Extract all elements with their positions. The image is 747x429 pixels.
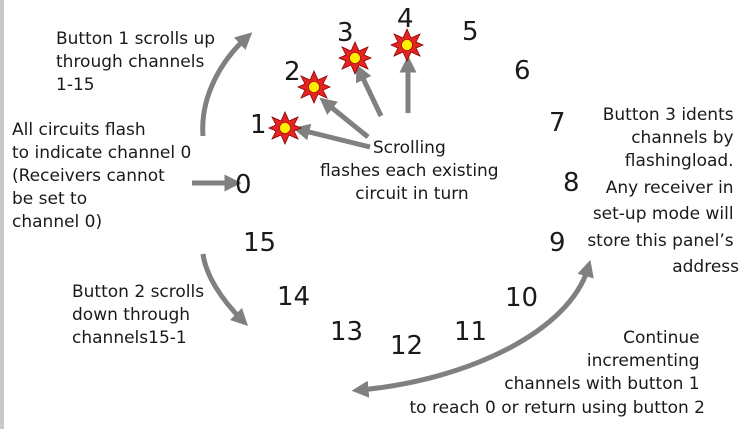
flash-star-icon [296,70,332,104]
channel-11: 11 [454,317,487,347]
flash-star-icon [389,28,425,62]
button1-note: Button 1 scrolls up through channels 1-1… [56,29,220,95]
button3-note: Button 3 idents channels by flashingload… [587,105,739,277]
channel-14: 14 [277,282,310,312]
flash-star-icon [337,41,373,75]
left-border [0,0,4,429]
channel-2: 2 [284,57,301,87]
channel-6: 6 [514,56,531,86]
scroll-arrow-3 [355,64,384,118]
channel-12: 12 [390,331,423,361]
channel-13: 13 [330,317,363,347]
channel0-note: All circuits flash to indicate channel 0… [12,120,197,232]
channel-3: 3 [337,18,354,48]
channel-1: 1 [250,110,267,140]
channel-9: 9 [549,228,566,258]
channel-15: 15 [243,228,276,258]
channel-5: 5 [462,17,479,47]
flash-star-icon [267,111,303,145]
channel-10: 10 [505,283,538,313]
button2-note: Button 2 scrolls down through channels15… [72,282,210,348]
continue-note: Continue incrementing channels with butt… [410,328,706,418]
channel-4: 4 [397,4,414,34]
button3-continue-arrow [351,259,594,398]
button2-down-arrow [200,253,249,327]
channel-7: 7 [549,108,566,138]
scrolling-note: Scrolling flashes each existing circuit … [320,138,504,204]
button1-up-arrow [200,32,253,137]
scroll-arrow-2 [319,97,370,139]
scroll-arrow-1 [292,123,371,150]
channel-0: 0 [235,170,252,200]
channel-8: 8 [563,168,580,198]
